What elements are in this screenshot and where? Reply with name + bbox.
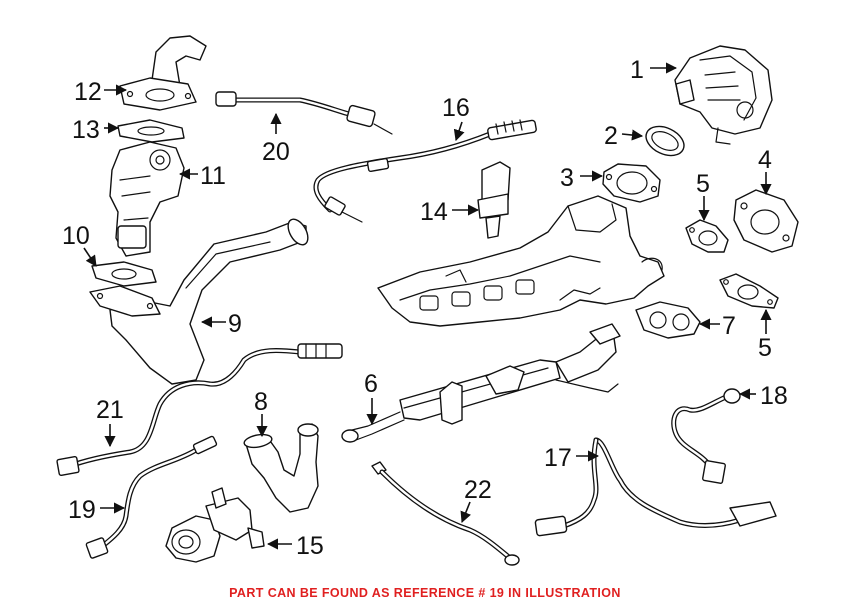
part-16-temp-sensor xyxy=(313,119,537,223)
part-10-gasket xyxy=(91,261,157,287)
part-2-o-ring xyxy=(645,125,685,157)
part-4-flange xyxy=(733,189,799,253)
callout-3: 3 xyxy=(560,164,574,192)
callout-4: 4 xyxy=(758,146,772,174)
callout-16: 16 xyxy=(442,94,470,122)
part-17-sensor-harness xyxy=(534,437,777,537)
part-9-egr-pipe xyxy=(89,218,309,385)
part-21-sensor-harness xyxy=(56,343,343,476)
callout-numbers: 1 2 3 4 5 5 6 7 8 9 10 11 12 13 14 15 16… xyxy=(62,56,788,560)
callout-17: 17 xyxy=(544,444,572,472)
part-13-gasket xyxy=(117,119,185,143)
callout-11: 11 xyxy=(200,162,226,190)
callout-5-upper: 5 xyxy=(696,170,710,198)
part-7-gasket xyxy=(635,301,701,339)
callout-7: 7 xyxy=(722,312,736,340)
part-14-sensor xyxy=(477,161,511,239)
callout-21: 21 xyxy=(96,396,124,424)
part-18-sensor xyxy=(671,388,741,484)
part-22-probe xyxy=(371,461,520,566)
callout-1: 1 xyxy=(630,56,644,84)
callout-12: 12 xyxy=(74,78,102,106)
callout-14: 14 xyxy=(420,198,448,226)
part-1-actuator xyxy=(674,45,773,145)
intake-manifold xyxy=(377,195,665,327)
part-20-sensor xyxy=(215,91,393,135)
part-3-gasket xyxy=(602,163,661,203)
callout-13: 13 xyxy=(72,116,100,144)
callout-15: 15 xyxy=(296,532,324,560)
callout-19: 19 xyxy=(68,496,96,524)
callout-9: 9 xyxy=(228,310,242,338)
callout-5-lower: 5 xyxy=(758,334,772,362)
callout-18: 18 xyxy=(760,382,788,410)
part-11-egr-valve xyxy=(109,141,185,257)
callout-10: 10 xyxy=(62,222,90,250)
part-19-sensor-harness xyxy=(85,435,218,559)
part-5-gasket-upper xyxy=(685,219,729,253)
callout-6: 6 xyxy=(364,370,378,398)
callout-20: 20 xyxy=(262,138,290,166)
part-5-gasket-lower xyxy=(719,273,779,309)
part-8-hose xyxy=(243,423,319,513)
callout-8: 8 xyxy=(254,388,268,416)
callout-22: 22 xyxy=(464,476,492,504)
part-6-egr-cooler xyxy=(341,323,621,443)
part-12-elbow xyxy=(119,35,207,111)
reference-note: PART CAN BE FOUND AS REFERENCE # 19 IN I… xyxy=(229,586,621,600)
leader-arrows xyxy=(83,62,772,550)
part-15-valve xyxy=(165,487,265,563)
callout-2: 2 xyxy=(604,122,618,150)
